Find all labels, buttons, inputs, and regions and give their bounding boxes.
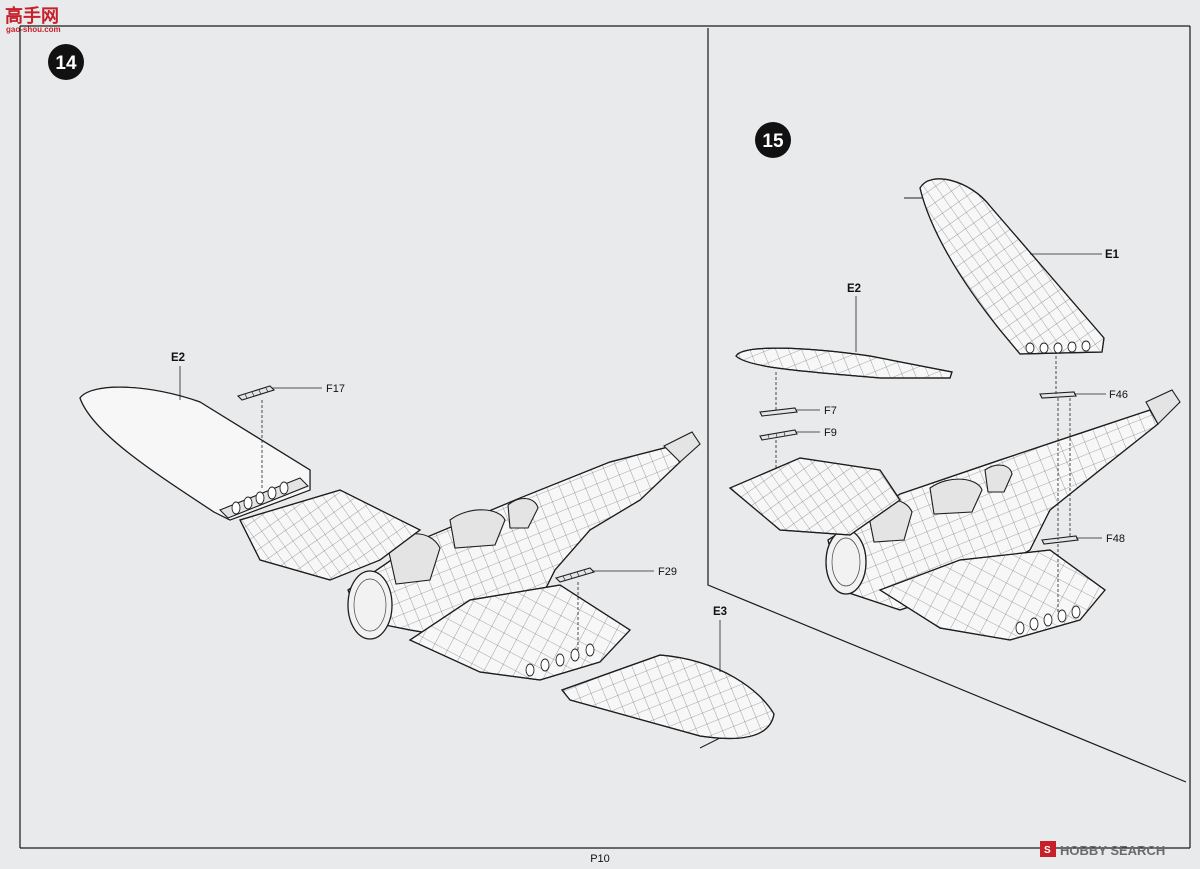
callout-f7: F7 — [824, 405, 837, 417]
watermark-logo-top: 高手网 gao-shou.com — [2, 2, 78, 34]
callout-e2-step14: E2 — [171, 352, 185, 364]
callout-f48: F48 — [1106, 533, 1125, 545]
step-14: 14 — [48, 44, 775, 749]
step-15-frame — [707, 28, 1187, 783]
part-f29 — [554, 567, 596, 583]
part-f7 — [759, 407, 798, 417]
wing-e1-step15 — [904, 178, 1105, 355]
callout-e2-step15: E2 — [847, 283, 861, 295]
watermark-hobby-search: S HOBBY SEARCH — [1040, 841, 1165, 858]
callout-f9: F9 — [824, 427, 837, 439]
step-15: 15 — [728, 122, 1181, 641]
page-number: P10 — [590, 853, 610, 865]
watermark-url: gao-shou.com — [6, 25, 61, 34]
svg-text:S: S — [1044, 845, 1051, 856]
callout-f29: F29 — [658, 566, 677, 578]
callout-f46: F46 — [1109, 389, 1128, 401]
part-f46 — [1039, 391, 1077, 399]
part-f17 — [236, 385, 276, 401]
watermark-brand: HOBBY SEARCH — [1060, 843, 1165, 858]
wing-e2-step15 — [735, 347, 953, 379]
part-f48 — [1041, 535, 1079, 545]
step-14-number: 14 — [55, 53, 77, 74]
callout-e3: E3 — [713, 606, 727, 618]
callout-e1: E1 — [1105, 249, 1120, 261]
step-14-badge: 14 — [48, 44, 84, 80]
step-15-number: 15 — [762, 131, 784, 152]
part-f9 — [759, 429, 798, 441]
step-15-badge: 15 — [755, 122, 791, 158]
watermark-logo-text: 高手网 — [5, 5, 59, 26]
callout-f17: F17 — [326, 383, 345, 395]
